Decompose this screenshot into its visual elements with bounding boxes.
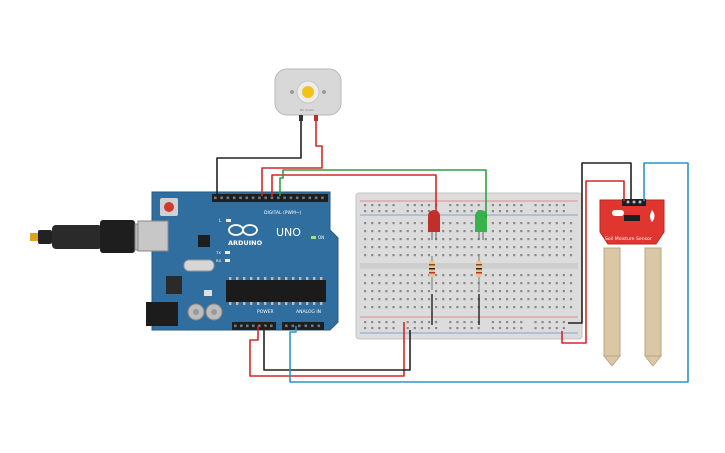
analog-header <box>282 322 324 330</box>
red-led <box>428 210 440 240</box>
arduino-board: DIGITAL (PWM~) ARDUINO UNO L ON TX RX <box>137 191 339 331</box>
wires <box>216 121 689 383</box>
usb-plug-head <box>100 220 135 253</box>
dc-motor: DC motor <box>274 68 342 121</box>
wire-analog-blue <box>289 162 689 383</box>
l-led <box>226 219 231 222</box>
rx-label: RX <box>216 258 222 263</box>
usb-cable-tip <box>30 233 38 241</box>
arduino-brand: ARDUINO <box>228 239 263 247</box>
tx-led <box>225 251 230 254</box>
digital-header-pins <box>214 196 324 200</box>
usb-chip <box>198 235 210 247</box>
atmega-chip <box>226 280 326 302</box>
wire-sensor-red <box>561 180 625 344</box>
wire-led-green <box>279 169 487 218</box>
usb-plug-body <box>52 225 102 249</box>
green-led <box>475 210 487 240</box>
wire-motor-red <box>261 121 323 196</box>
digital-header <box>212 194 328 202</box>
on-led-label: ON <box>318 235 324 240</box>
power-jack <box>146 302 178 326</box>
wire-sensor-black <box>568 162 632 324</box>
l-led-label: L <box>219 218 222 223</box>
soil-moisture-sensor: Soil Moisture Sensor <box>599 199 665 367</box>
resistor-2 <box>476 256 482 290</box>
wire-power-black <box>263 326 411 371</box>
wire-motor-black <box>216 121 302 196</box>
bottom-header-pins <box>234 324 321 328</box>
arduino-logo <box>228 224 258 236</box>
water-drop-icon <box>650 210 655 222</box>
resistor-1 <box>429 256 435 290</box>
small-component <box>204 290 212 296</box>
power-label: POWER <box>257 309 274 315</box>
reset-button-cap[interactable] <box>164 202 174 212</box>
usb-socket <box>137 220 169 252</box>
motor-terminal-neg <box>299 115 303 121</box>
motor-label: DC motor <box>300 108 315 112</box>
sensor-probe-left <box>603 247 621 357</box>
breadboard-channel <box>360 263 578 269</box>
crystal <box>183 259 215 272</box>
usb-cable-end <box>38 230 52 244</box>
wire-led-red <box>271 174 437 218</box>
on-led <box>311 236 316 239</box>
sensor-probe-right <box>644 247 662 357</box>
wire-power-red <box>249 322 405 377</box>
breadboard-holes <box>364 204 573 330</box>
motor-terminal-pos <box>314 115 318 121</box>
tx-label: TX <box>215 250 221 255</box>
rx-led <box>225 259 230 262</box>
voltage-regulator <box>166 276 182 294</box>
analog-label: ANALOG IN <box>296 309 321 315</box>
arduino-model: UNO <box>276 226 301 239</box>
digital-label: DIGITAL (PWM~) <box>264 210 302 216</box>
breadboard <box>355 192 583 340</box>
atmega-pins <box>229 277 323 305</box>
motor-shaft <box>302 86 314 98</box>
sensor-label: Soil Moisture Sensor <box>605 236 652 242</box>
